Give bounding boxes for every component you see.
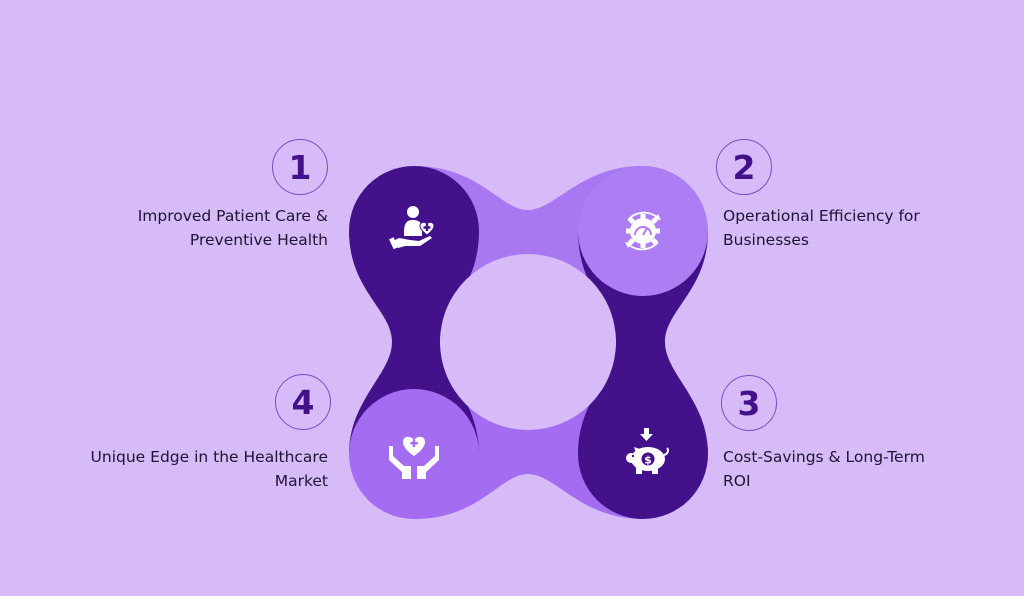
- step-label-2: Operational Efficiency for Businesses: [723, 204, 920, 252]
- step-label-3: Cost-Savings & Long-Term ROI: [723, 445, 925, 493]
- step-4-title-line2: Market: [274, 472, 328, 490]
- step-4-title-line1: Unique Edge in the Healthcare: [90, 448, 328, 466]
- step-number-2: 2: [716, 139, 772, 195]
- piggy-bank-dollar-icon: $: [626, 428, 669, 474]
- step-label-1: Improved Patient Care & Preventive Healt…: [138, 204, 328, 252]
- hand-holding-person-heart-icon: [389, 206, 435, 250]
- step-1-title-line2: Preventive Health: [189, 231, 328, 249]
- step-1-title-line1: Improved Patient Care &: [137, 207, 328, 225]
- step-number-1: 1: [272, 139, 328, 195]
- step-2-title-line1: Operational Efficiency for: [723, 207, 920, 225]
- step-2-title-line2: Businesses: [723, 231, 809, 249]
- step-3-title-line2: ROI: [723, 472, 751, 490]
- gear-gauge-cycle-icon: [625, 211, 661, 251]
- step-number-4: 4: [275, 374, 331, 430]
- svg-text:$: $: [644, 454, 652, 467]
- step-3-title-line1: Cost-Savings & Long-Term: [723, 448, 925, 466]
- step-number-3: 3: [721, 375, 777, 431]
- hands-holding-heart-plus-icon: [389, 436, 439, 479]
- step-label-4: Unique Edge in the Healthcare Market: [91, 445, 328, 493]
